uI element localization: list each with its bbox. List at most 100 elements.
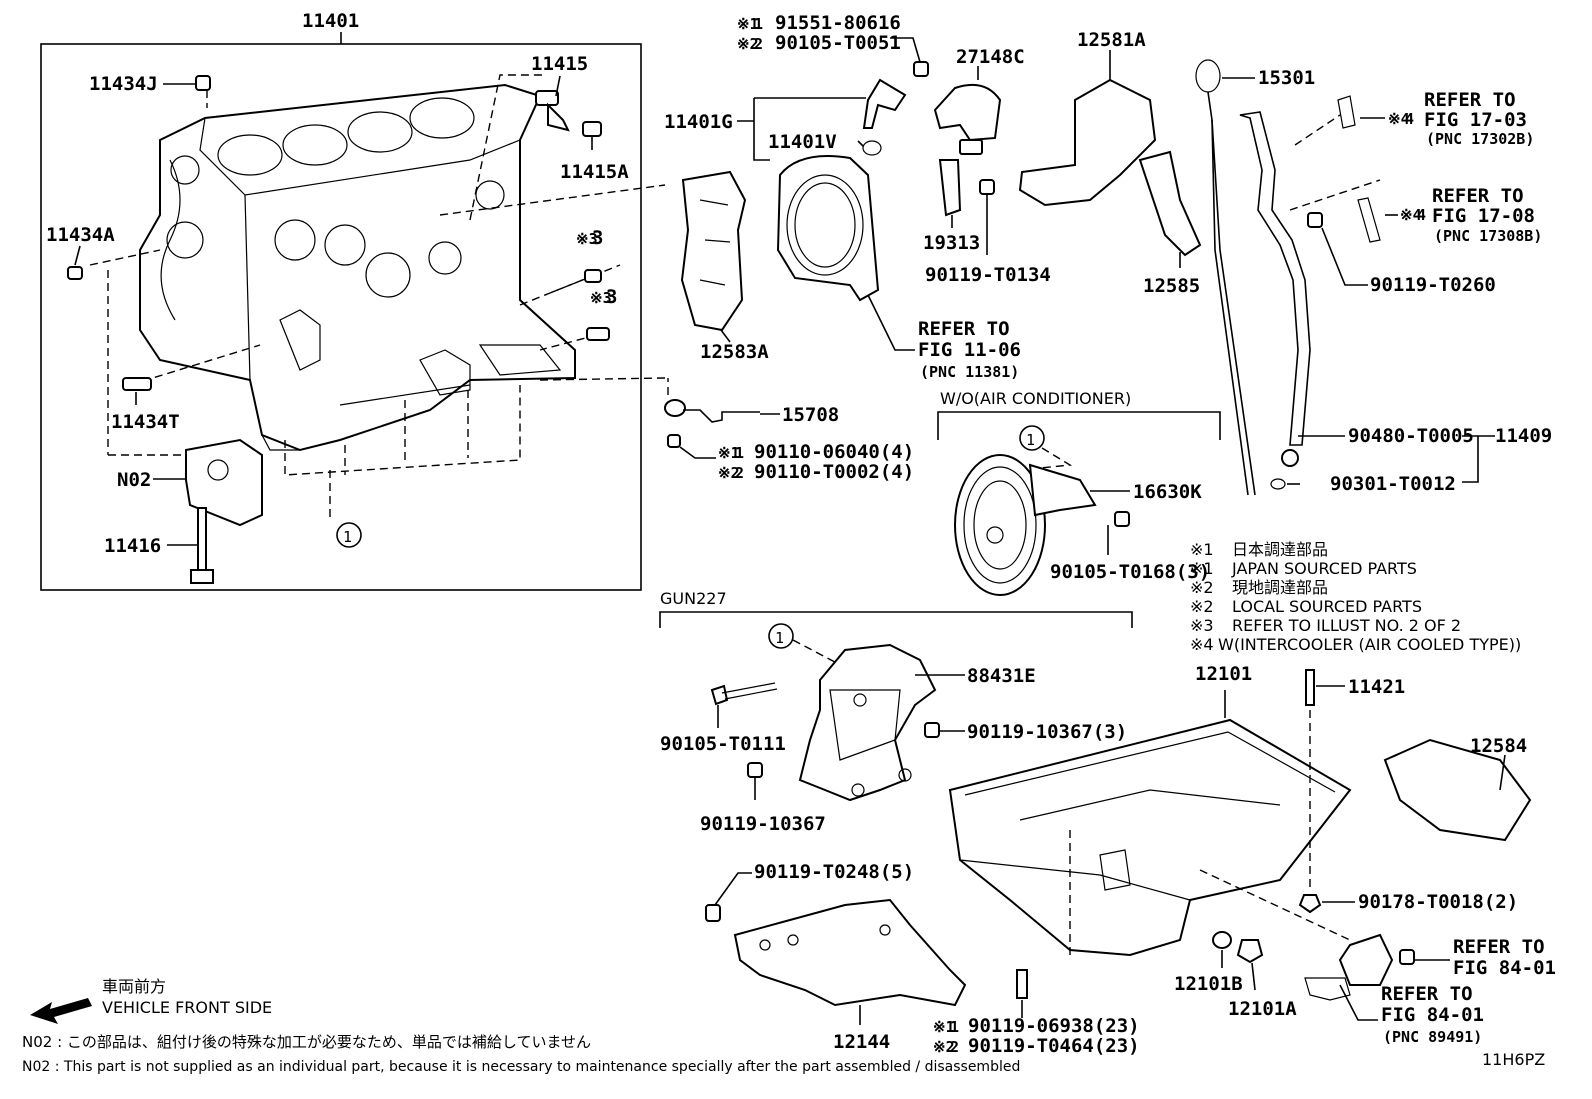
ref-pnc-11381: (PNC 11381) <box>920 363 1019 381</box>
callout-90119-T0260[interactable]: 90119-T0260 <box>1370 274 1496 296</box>
callout-90119-10367-3[interactable]: 90119-10367(3) <box>967 721 1127 743</box>
callout-12585[interactable]: 12585 <box>1143 275 1200 297</box>
ref-pnc-89491: (PNC 89491) <box>1383 1028 1482 1046</box>
ref-refer-to-11-06: REFER TO <box>918 318 1010 340</box>
idler-pulley-drawing <box>954 454 1097 596</box>
mark-3-b-num: 3 <box>606 286 617 308</box>
callout-90105-T0111[interactable]: 90105-T0111 <box>660 733 786 755</box>
callout-90119-06938[interactable]: 90119-06938(23) <box>968 1015 1140 1037</box>
callout-11401G[interactable]: 11401G <box>664 111 733 133</box>
mark-1-top: ※1 <box>737 15 759 33</box>
mark-4-a: ※4 <box>1388 110 1410 128</box>
callout-11434J[interactable]: 11434J <box>89 73 158 95</box>
callout-12101A[interactable]: 12101A <box>1228 998 1297 1020</box>
legend-1-en: JAPAN SOURCED PARTS <box>1231 559 1417 578</box>
callout-90119-T0464[interactable]: 90119-T0464(23) <box>968 1035 1140 1057</box>
mark-4-b: ※4 <box>1400 206 1422 224</box>
callout-90105-T0168[interactable]: 90105-T0168(3) <box>1050 561 1210 583</box>
callout-11416[interactable]: 11416 <box>104 535 161 557</box>
ref-pnc-17302B: (PNC 17302B) <box>1426 130 1534 148</box>
mark-4-a-num: 4 <box>1405 110 1414 128</box>
legend-mark-2-jp: ※2 <box>1190 578 1214 597</box>
legend-mark-3: ※3 <box>1190 616 1214 635</box>
legend-2-jp: 現地調達部品 <box>1232 578 1328 597</box>
callout-88431E[interactable]: 88431E <box>967 665 1036 687</box>
callout-12101B[interactable]: 12101B <box>1174 973 1243 995</box>
legend-mark-4: ※4 <box>1190 635 1214 654</box>
mark-2-bot: ※2 <box>933 1038 955 1056</box>
callout-90480-T0005[interactable]: 90480-T0005 <box>1348 425 1474 447</box>
callout-11421[interactable]: 11421 <box>1348 676 1405 698</box>
mark-4-b-num: 4 <box>1417 206 1426 224</box>
callout-11409[interactable]: 11409 <box>1495 425 1552 447</box>
legend-mark-1-en: ※1 <box>1190 559 1214 578</box>
ref-fig-84-01-b: FIG 84-01 <box>1381 1004 1484 1026</box>
callout-90301-T0012[interactable]: 90301-T0012 <box>1330 473 1456 495</box>
callout-11434A[interactable]: 11434A <box>46 224 115 246</box>
legend-4: W(INTERCOOLER (AIR COOLED TYPE)) <box>1218 635 1521 654</box>
ref-marker-1-b: 1 <box>1026 431 1035 449</box>
mark-1-mid-num: 1 <box>735 444 744 462</box>
callout-27148C[interactable]: 27148C <box>956 46 1025 68</box>
group-gun227: GUN227 <box>660 589 727 608</box>
callout-11434T[interactable]: 11434T <box>111 411 180 433</box>
legend-3: REFER TO ILLUST NO. 2 OF 2 <box>1232 616 1461 635</box>
callout-11415A[interactable]: 11415A <box>560 161 629 183</box>
vehicle-front-arrow-icon <box>30 998 92 1024</box>
legend-1-jp: 日本調達部品 <box>1232 540 1328 559</box>
ref-marker-1-c: 1 <box>775 629 784 647</box>
callout-12583A[interactable]: 12583A <box>700 341 769 363</box>
diagram-code: 11H6PZ <box>1482 1050 1545 1069</box>
vehicle-front-en: VEHICLE FRONT SIDE <box>102 998 272 1017</box>
callout-90105-T0051[interactable]: 90105-T0051 <box>775 32 901 54</box>
callout-11401[interactable]: 11401 <box>302 10 359 32</box>
footnote-jp: N02 : この部品は、組付け後の特殊な加工が必要なため、単品では補給していませ… <box>22 1033 591 1051</box>
ref-pnc-17308B: (PNC 17308B) <box>1434 227 1542 245</box>
mark-2-mid: ※2 <box>718 464 740 482</box>
mark-3-a: ※3 <box>576 230 598 248</box>
ref-marker-1-a: 1 <box>343 528 352 546</box>
alternator-bracket-drawing <box>798 643 937 802</box>
group-wo-ac: W/O(AIR CONDITIONER) <box>940 389 1131 408</box>
mark-1-mid: ※1 <box>718 444 740 462</box>
ref-refer-to-17-08: REFER TO <box>1432 185 1524 207</box>
oil-pan-drawing <box>948 718 1352 957</box>
mark-2-mid-num: 2 <box>735 464 744 482</box>
callout-16630K[interactable]: 16630K <box>1133 481 1202 503</box>
ref-refer-to-84-01-b: REFER TO <box>1381 983 1473 1005</box>
mark-3-b: ※3 <box>590 289 612 307</box>
mark-3-a-num: 3 <box>592 227 603 249</box>
callout-11415[interactable]: 11415 <box>531 53 588 75</box>
legend-mark-1-jp: ※1 <box>1190 540 1214 559</box>
legend-2-en: LOCAL SOURCED PARTS <box>1232 597 1422 616</box>
mark-2-top: ※2 <box>737 35 759 53</box>
callout-15708[interactable]: 15708 <box>782 404 839 426</box>
legend: ※1 日本調達部品 ※1 JAPAN SOURCED PARTS ※2 現地調達… <box>1190 540 1521 654</box>
callout-12584[interactable]: 12584 <box>1470 735 1527 757</box>
callout-90110-T0002[interactable]: 90110-T0002(4) <box>754 461 914 483</box>
legend-mark-2-en: ※2 <box>1190 597 1214 616</box>
callout-15301[interactable]: 15301 <box>1258 67 1315 89</box>
footnote-en: N02 : This part is not supplied as an in… <box>22 1059 1020 1075</box>
ref-fig-84-01-a: FIG 84-01 <box>1453 957 1556 979</box>
callout-11401V[interactable]: 11401V <box>768 131 837 153</box>
callout-90119-T0248[interactable]: 90119-T0248(5) <box>754 861 914 883</box>
mark-2-top-num: 2 <box>754 35 763 53</box>
ref-refer-to-17-03: REFER TO <box>1424 89 1516 111</box>
mark-1-top-num: 1 <box>754 15 763 33</box>
callout-90110-06040[interactable]: 90110-06040(4) <box>754 441 914 463</box>
callout-90119-T0134[interactable]: 90119-T0134 <box>925 264 1051 286</box>
mark-1-bot-num: 1 <box>950 1018 959 1036</box>
callout-90119-10367[interactable]: 90119-10367 <box>700 813 826 835</box>
callout-91551-80616[interactable]: 91551-80616 <box>775 12 901 34</box>
callout-12144[interactable]: 12144 <box>833 1031 890 1053</box>
ref-fig-17-08: FIG 17-08 <box>1432 205 1535 227</box>
ref-fig-17-03: FIG 17-03 <box>1424 109 1527 131</box>
ref-refer-to-84-01-a: REFER TO <box>1453 936 1545 958</box>
callout-12581A[interactable]: 12581A <box>1077 29 1146 51</box>
callout-19313[interactable]: 19313 <box>923 232 980 254</box>
callout-N02[interactable]: N02 <box>117 469 151 491</box>
callout-12101[interactable]: 12101 <box>1195 663 1252 685</box>
callout-90178-T0018[interactable]: 90178-T0018(2) <box>1358 891 1518 913</box>
